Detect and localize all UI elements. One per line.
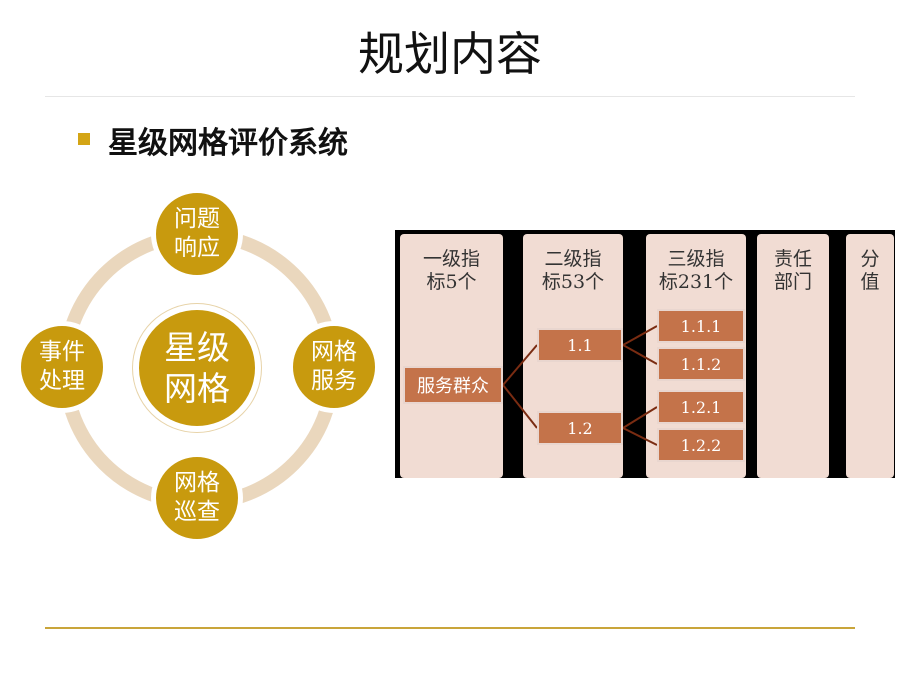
star-grid-diagram: 星级 网格 问题 响应 网格 服务 网格 巡查 事件 处理: [0, 0, 420, 560]
footer-divider: [45, 627, 855, 629]
bullet-square-icon: [78, 133, 90, 145]
slide-title: 规划内容: [358, 27, 542, 81]
node-grid-patrol: 网格 巡查: [151, 452, 243, 544]
center-node-label: 星级 网格: [164, 327, 230, 408]
level3-item: 1.2.2: [657, 428, 745, 462]
level1-item: 服务群众: [403, 366, 503, 404]
level3-item: 1.2.1: [657, 390, 745, 424]
column-header: 三级指 标231个: [658, 248, 734, 293]
column-header: 责任 部门: [773, 248, 812, 293]
node-event-handling: 事件 处理: [16, 321, 108, 413]
level2-item: 1.2: [537, 411, 623, 445]
level3-item: 1.1.1: [657, 309, 745, 343]
node-label: 网格 巡查: [174, 470, 220, 525]
title-divider: [45, 96, 855, 97]
column-score: 分 值: [846, 234, 894, 478]
tree-connectors: [502, 325, 658, 446]
level2-item: 1.1: [537, 328, 623, 362]
column-level1: 一级指 标5个: [400, 234, 503, 478]
column-header: 二级指 标53个: [541, 248, 605, 293]
node-grid-service: 网格 服务: [288, 321, 380, 413]
section-subtitle: 星级网格评价系统: [108, 126, 348, 161]
node-label: 问题 响应: [174, 206, 220, 261]
node-label: 网格 服务: [311, 339, 357, 394]
column-header: 一级指 标5个: [422, 248, 480, 293]
column-department: 责任 部门: [757, 234, 829, 478]
column-header: 分 值: [860, 248, 880, 293]
level3-item: 1.1.2: [657, 347, 745, 381]
center-node: 星级 网格: [133, 304, 261, 432]
node-label: 事件 处理: [39, 339, 85, 394]
indicator-table-diagram: 一级指 标5个 二级指 标53个 三级指 标231个 责任 部门 分 值 服务群…: [395, 230, 895, 478]
node-problem-response: 问题 响应: [151, 188, 243, 280]
